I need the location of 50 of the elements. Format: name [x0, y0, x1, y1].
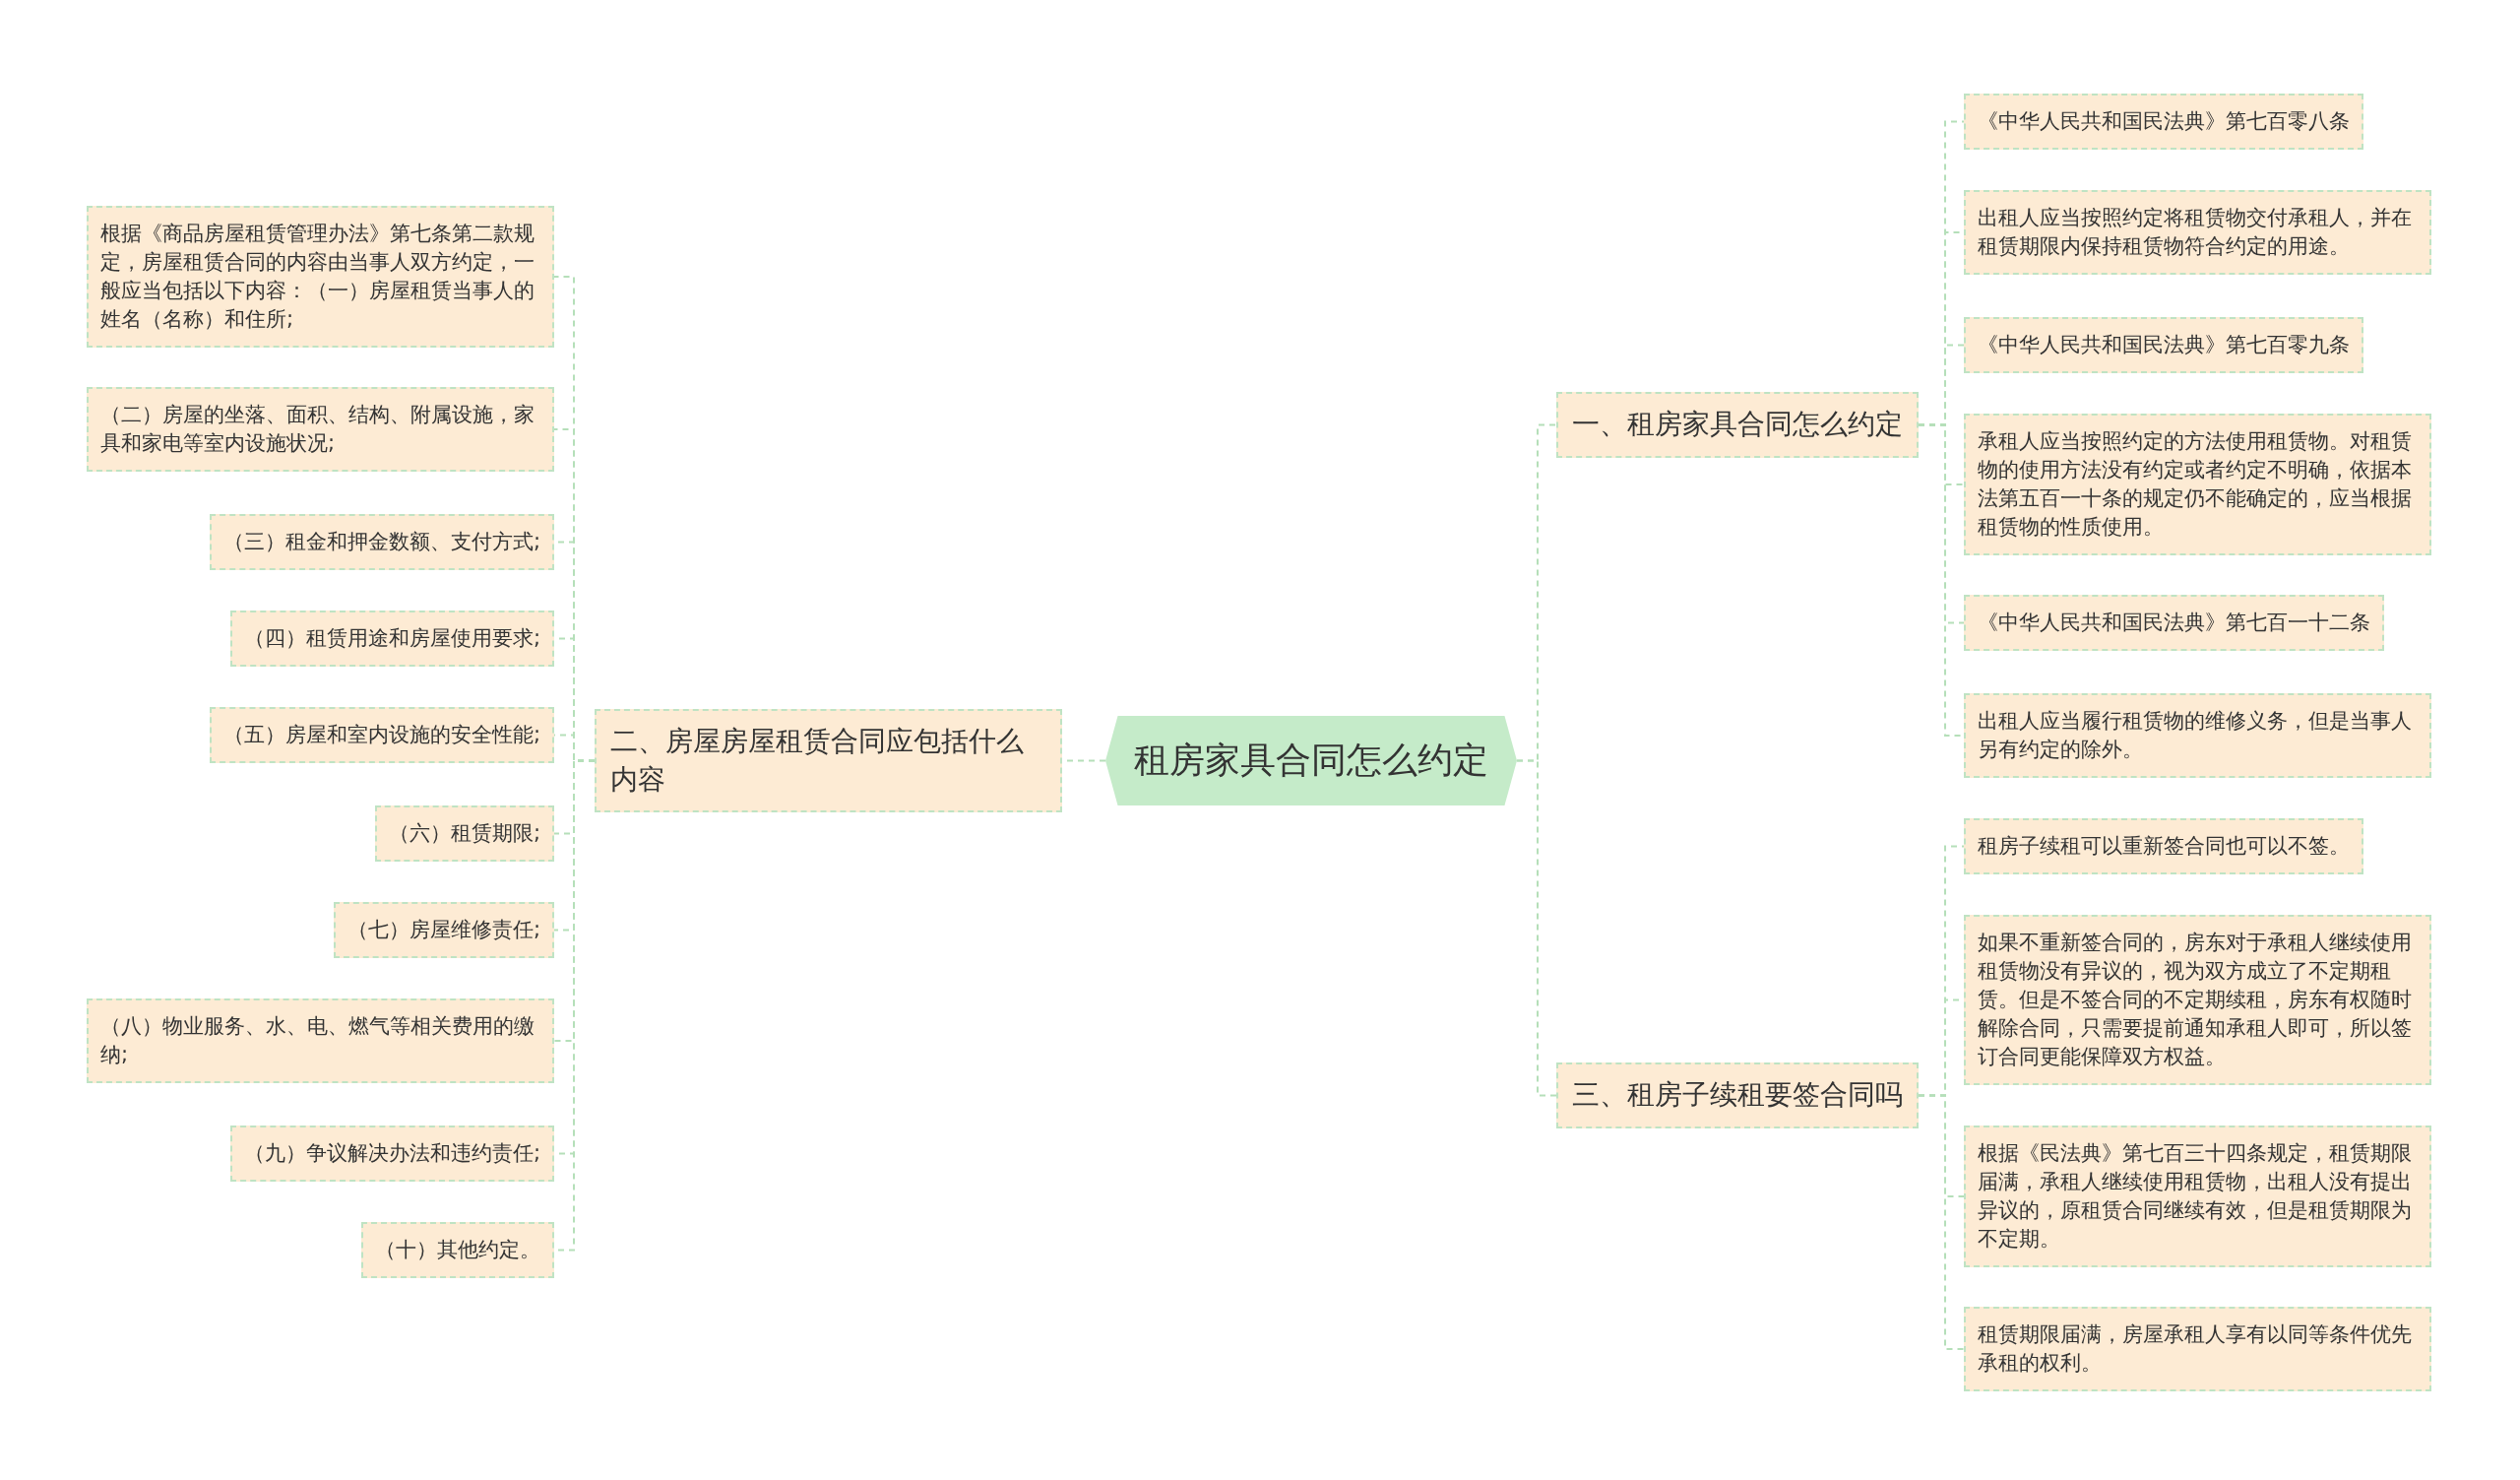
topic-text: 如果不重新签合同的，房东对于承租人继续使用租赁物没有异议的，视为双方成立了不定期租赁。但是不签合同的不定期续租，房东有权随时解除合同，只需要提前通知承租人即可，所以签订合同更能保障双方权益。: [1978, 930, 2413, 1070]
branch-topic-box: [1556, 1062, 1919, 1128]
note-box: [87, 998, 554, 1083]
note-box: [1964, 94, 2363, 150]
topic-text: 三、租房子续租要签合同吗: [1572, 1077, 1903, 1113]
topic-text: 租赁期限届满，房屋承租人享有以同等条件优先承租的权利。: [1978, 1321, 2413, 1377]
note-box: [1964, 595, 2384, 651]
topic-text: 根据《民法典》第七百三十四条规定，租赁期限届满，承租人继续使用租赁物，出租人没有提出异议的，原租赁合同继续有效，但是租赁期限为不定期。: [1978, 1140, 2413, 1253]
topic-text: （五）房屋和室内设施的安全性能;: [222, 722, 540, 748]
topic-text: 租房子续租可以重新签合同也可以不签。: [1978, 833, 2350, 860]
topic-text: 一、租房家具合同怎么约定: [1572, 407, 1903, 442]
note-box: [374, 805, 554, 862]
topic-text: （二）房屋的坐落、面积、结构、附属设施，家具和家电等室内设施状况;: [100, 402, 536, 457]
note-box: [229, 1126, 554, 1182]
note-box: [1964, 317, 2363, 373]
note-box: [209, 514, 554, 570]
topic-text: 出租人应当按照约定将租赁物交付承租人，并在租赁期限内保持租赁物符合约定的用途。: [1978, 205, 2413, 260]
topic-text: 承租人应当按照约定的方法使用租赁物。对租赁物的使用方法没有约定或者约定不明确，依据本法第五百一十条的规定仍不能确定的，应当根据租赁物的性质使用。: [1978, 428, 2413, 541]
topic-text: 出租人应当履行租赁物的维修义务，但是当事人另有约定的除外。: [1978, 708, 2413, 763]
topic-text: 二、房屋房屋租赁合同应包括什么内容: [610, 724, 1025, 798]
topic-text: 《中华人民共和国民法典》第七百零八条: [1978, 108, 2350, 135]
topic-text: （十）其他约定。: [375, 1237, 540, 1263]
topic-text: （三）租金和押金数额、支付方式;: [222, 529, 540, 555]
note-box: [333, 902, 554, 958]
note-box: [87, 206, 554, 348]
note-box: [1964, 818, 2363, 874]
note-box: [209, 707, 554, 763]
note-box: [1964, 1126, 2431, 1267]
note-box: [361, 1222, 554, 1278]
note-box: [229, 611, 554, 667]
note-box: [1964, 190, 2431, 275]
connector-line: [1516, 759, 1557, 1097]
topic-text: 《中华人民共和国民法典》第七百零九条: [1978, 332, 2350, 358]
topic-text: （八）物业服务、水、电、燃气等相关费用的缴纳;: [100, 1013, 536, 1068]
topic-text: 租房家具合同怎么约定: [1134, 739, 1488, 783]
note-box: [87, 387, 554, 472]
topic-text: 《中华人民共和国民法典》第七百一十二条: [1978, 610, 2370, 636]
topic-text: （九）争议解决办法和违约责任;: [243, 1140, 540, 1167]
note-box: [1964, 414, 2431, 555]
note-box: [1964, 1307, 2431, 1391]
topic-text: （六）租赁期限;: [388, 820, 540, 847]
branch-topic-box: [595, 709, 1062, 813]
note-box: [1964, 693, 2431, 778]
branch-topic-box: [1556, 392, 1919, 458]
topic-text: （七）房屋维修责任;: [346, 917, 540, 943]
topic-text: 根据《商品房屋租赁管理办法》第七条第二款规定，房屋租赁合同的内容由当事人双方约定，一般应当包括以下内容：（一）房屋租赁当事人的姓名（名称）和住所;: [100, 221, 536, 333]
central-topic-hexagon: [1105, 716, 1517, 805]
connector-line: [1918, 1094, 1965, 1350]
note-box: [1964, 915, 2431, 1085]
topic-text: （四）租赁用途和房屋使用要求;: [243, 625, 540, 652]
